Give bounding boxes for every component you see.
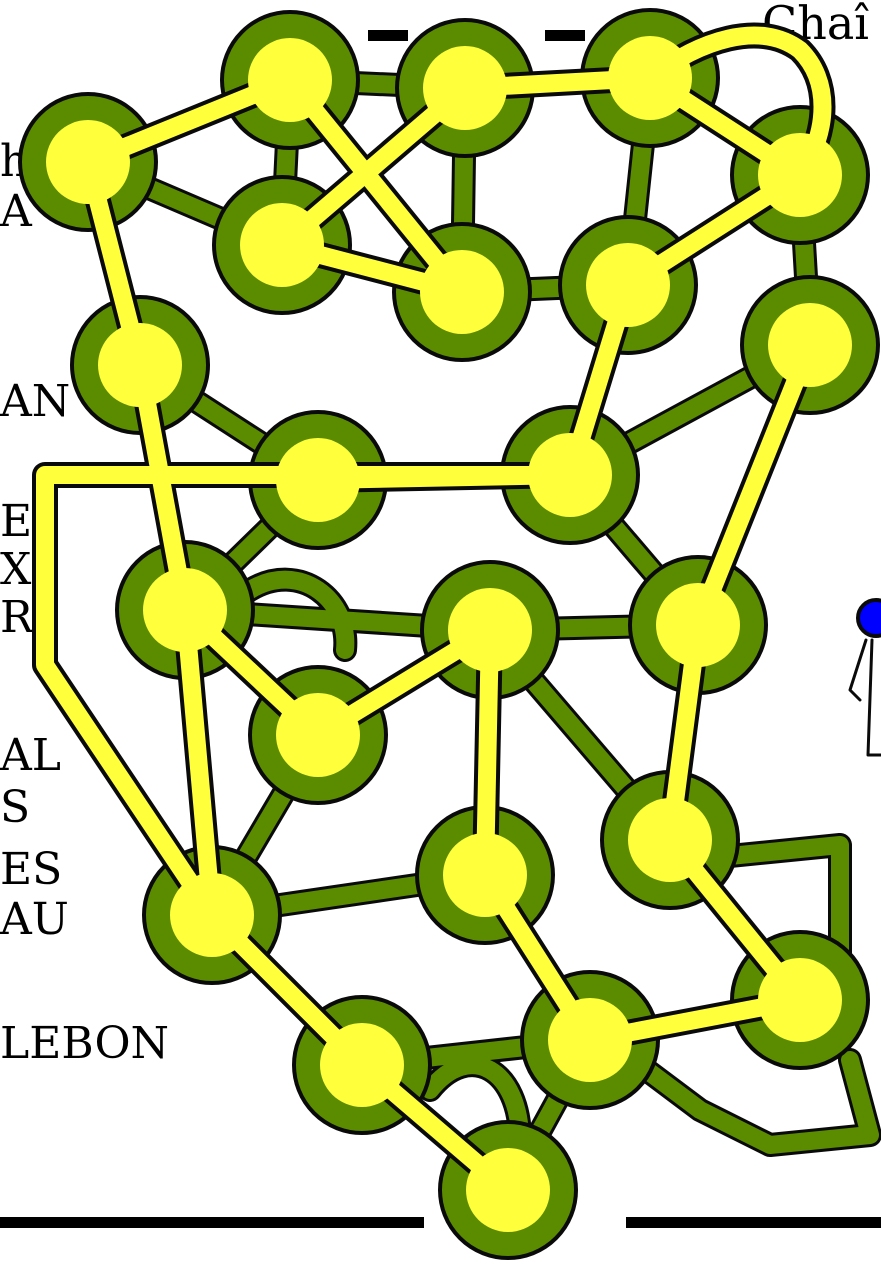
node-center [448, 588, 532, 672]
node-center [320, 1023, 404, 1107]
side-label: E [0, 496, 33, 547]
node-center [98, 323, 182, 407]
node-center [758, 958, 842, 1042]
node-center [248, 38, 332, 122]
side-label: ES [0, 844, 63, 895]
node-center [768, 303, 852, 387]
graph-edge [681, 836, 849, 994]
graph-edge [241, 570, 355, 659]
side-label: AN [0, 376, 71, 427]
node-center [423, 46, 507, 130]
route-path [309, 466, 579, 489]
pin-head [856, 598, 881, 638]
node-center [240, 203, 324, 287]
separator-bar [368, 30, 408, 41]
separator-bar [0, 1217, 424, 1228]
separator-bar [626, 1217, 881, 1228]
side-label: S [0, 782, 31, 833]
side-label: X [0, 544, 32, 595]
side-label: A [0, 186, 32, 237]
side-label: LEBON [0, 1018, 170, 1069]
node-center [528, 433, 612, 517]
route-path [689, 336, 819, 634]
node-center [628, 798, 712, 882]
side-label: AL [0, 730, 61, 781]
blue-pin-icon [848, 598, 881, 757]
side-label: AU [0, 894, 69, 945]
separator-bar [545, 30, 585, 41]
node-center [758, 133, 842, 217]
node-center [420, 250, 504, 334]
node-center [656, 583, 740, 667]
side-label: R [0, 592, 34, 643]
node-center [46, 120, 130, 204]
node-center [443, 833, 527, 917]
graph-edge [421, 1056, 529, 1149]
node-center [276, 438, 360, 522]
graph-edge [611, 1041, 879, 1154]
route-path [641, 26, 832, 184]
node-center [143, 568, 227, 652]
pin-body [848, 638, 881, 757]
node-center [276, 693, 360, 777]
node-center [548, 998, 632, 1082]
node-center [608, 36, 692, 120]
node-center [170, 873, 254, 957]
node-center [466, 1148, 550, 1232]
node-center [586, 243, 670, 327]
